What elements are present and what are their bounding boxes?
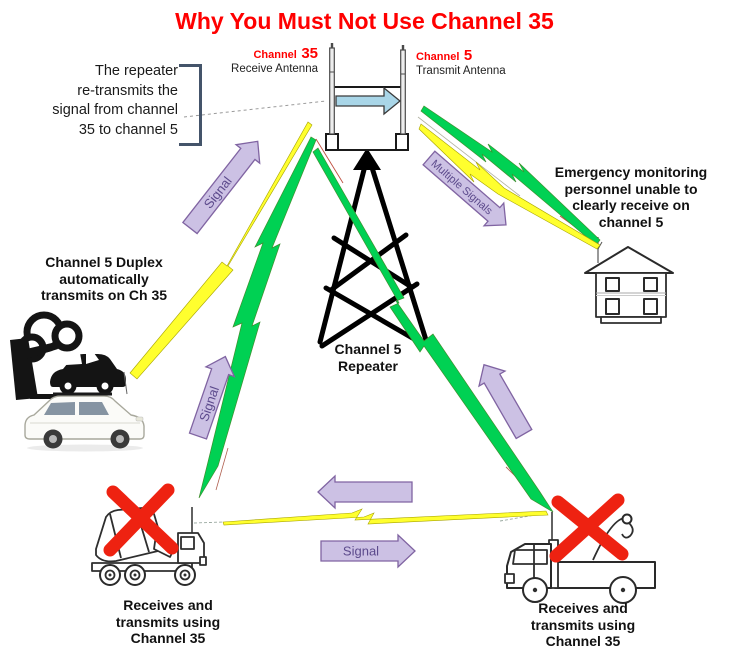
tow-truck-icon [504,512,656,604]
repeater-callout: The repeater re-transmits the signal fro… [28,62,178,140]
channel-number: 5 [463,47,473,64]
bolt-suv-to-tower [129,121,313,380]
duplex-note: Channel 5 Duplex automatically transmits… [40,254,168,303]
callout-line: signal from channel [52,102,178,118]
receive-antenna-icon [329,43,335,135]
signal-bolt-icon [129,105,601,526]
callout-line: 35 to channel 5 [78,121,178,138]
signal-arrow-duplex-uplink: Signal [181,140,261,235]
callout-bracket [179,64,202,146]
prohibited-cross-icon [103,483,179,557]
page-title: Why You Must Not Use Channel 35 [175,8,554,34]
callout-line: re-transmits the [77,82,178,99]
emergency-note: Emergency monitoring personnel unable to… [554,164,708,230]
transmit-antenna-icon [400,45,406,135]
retransmit-arrow-icon [335,86,402,116]
callout-leader-line [183,100,327,118]
bolt-tower-to-house-yellow [418,123,601,250]
transmit-antenna-label: Channel 5 Transmit Antenna [416,47,536,78]
repeater-tower-icon [317,43,429,349]
bolt-truck-to-truck [222,508,549,526]
signal-arrow-right: Signal [320,533,416,569]
repeater-label: Channel 5 Repeater [334,341,402,374]
house-icon [584,237,674,324]
antenna-role: Receive Antenna [231,63,318,75]
channel-word: Channel [416,51,460,63]
tow-truck-note: Receives and transmits using Channel 35 [530,600,636,649]
receive-antenna-label: Channel 35 Receive Antenna [218,45,318,76]
bolt-mixer-to-tower [198,136,317,499]
mixer-truck-note: Receives and transmits using Channel 35 [115,597,221,646]
arrow-label: Signal [343,544,379,559]
channel-number: 35 [301,45,318,62]
bolt-tower-to-towtruck [312,147,554,513]
suv-icon [24,371,145,452]
channel-word: Channel [253,49,297,61]
signal-arrow-left [317,474,413,510]
antenna-role: Transmit Antenna [416,65,506,77]
crashed-car-icon [10,311,126,400]
signal-arrow-towtruck-uplink [478,363,533,440]
prohibited-cross-icon [549,493,629,563]
callout-line: The repeater [94,63,178,79]
